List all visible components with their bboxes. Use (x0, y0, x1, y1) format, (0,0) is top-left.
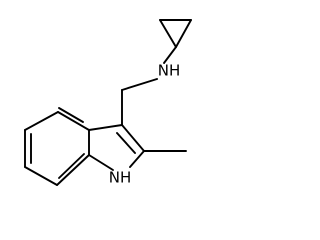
structure-svg: NH NH (24, 19, 192, 187)
bond-c4-c5 (24, 111, 59, 131)
bond-c3a-c4-single (57, 111, 90, 131)
bond-c3-c2-single (121, 124, 145, 152)
bond-c3-c3a (88, 124, 123, 131)
bond-c3-c2-double (116, 132, 136, 154)
molecule-diagram: NH NH (24, 19, 192, 187)
bond-c2-n1 (129, 150, 145, 168)
bond-n-ch2 (121, 78, 158, 91)
bond-cp-2 (159, 19, 177, 48)
bond-c3a-c4-double (58, 107, 84, 123)
bond-cp-n (163, 46, 177, 64)
bond-c7-c7a-single (56, 154, 90, 186)
indole-nh-label: NH (109, 169, 132, 187)
bond-cp-3 (175, 19, 192, 48)
bond-n1-c7a (88, 154, 114, 171)
bond-c7-c7a-double (58, 153, 85, 179)
bond-c6-c7 (24, 166, 58, 186)
amine-nh-label: NH (158, 62, 181, 80)
